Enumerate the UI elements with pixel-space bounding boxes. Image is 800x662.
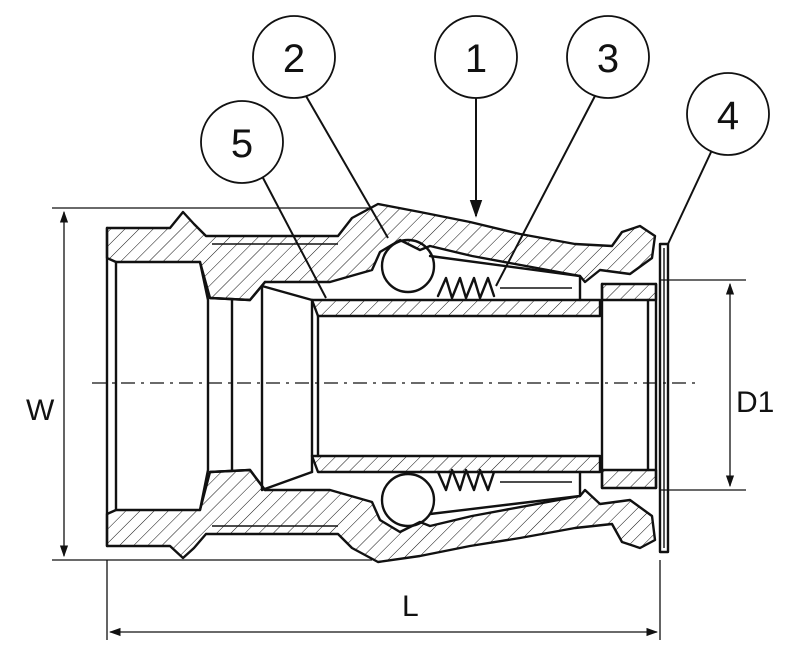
leaders	[261, 93, 713, 299]
dimension-w-label: W	[26, 394, 55, 427]
callout-4-label: 4	[717, 94, 739, 138]
dimension-l-label: L	[402, 590, 419, 623]
callout-2-label: 2	[283, 37, 305, 81]
spring	[428, 254, 582, 516]
callout-5-label: 5	[231, 122, 253, 166]
fitting-body	[105, 202, 657, 564]
callout-1-label: 1	[465, 37, 487, 81]
callout-2: 2	[252, 15, 336, 99]
leader-4	[667, 149, 713, 245]
callout-4: 4	[686, 72, 770, 156]
callout-1: 1	[434, 15, 518, 99]
end-cap	[658, 242, 670, 554]
dimension-w: W	[26, 207, 372, 561]
dimension-d1: D1	[660, 279, 774, 491]
leader-3	[495, 93, 597, 287]
insert-tube	[260, 284, 602, 492]
leader-5	[261, 175, 327, 299]
retaining-ball	[380, 238, 436, 528]
dimension-d1-label: D1	[736, 386, 774, 419]
callout-5: 5	[200, 100, 284, 184]
callout-3: 3	[566, 15, 650, 99]
leader-2	[305, 95, 389, 239]
release-collar	[600, 282, 658, 490]
dimension-l: L	[106, 560, 661, 640]
callout-3-label: 3	[597, 37, 619, 81]
